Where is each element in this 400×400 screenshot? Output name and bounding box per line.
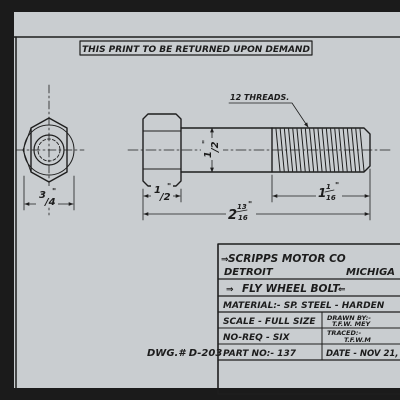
dimension-diameter-frac: /2 xyxy=(210,141,221,153)
material-spec: MATERIAL:- SP. STEEL - HARDEN xyxy=(223,301,385,311)
dimension-total-label: 2 13 16 " xyxy=(226,200,256,224)
dimension-thread-num: 1 xyxy=(326,183,331,191)
dimension-total-num: 13 xyxy=(237,203,247,211)
dimension-head-unit: " xyxy=(167,182,171,191)
part-arrow-left-icon: ⇒ xyxy=(226,285,234,295)
dimension-thread-label: 1 1 16 " xyxy=(316,180,342,204)
part-arrow-right-icon: ⇐ xyxy=(338,285,346,295)
threads-callout: 12 THREADS. xyxy=(230,93,289,102)
notice-box xyxy=(79,40,313,56)
dimension-thread-whole: 1 xyxy=(318,186,326,200)
drawn-by-label: DRAWN BY:- xyxy=(327,314,371,322)
quantity-required: NO-REQ - SIX xyxy=(223,333,291,343)
city-name: DETROIT xyxy=(224,267,274,278)
part-number: PART NO:- 137 xyxy=(223,349,297,359)
dimension-hex-frac: /4 xyxy=(44,197,56,208)
dimension-thread-fraction-bar xyxy=(324,189,335,193)
notice-text: THIS PRINT TO BE RETURNED UPON DEMAND xyxy=(82,45,310,55)
state-name: MICHIGA xyxy=(346,267,395,278)
company-name: SCRIPPS MOTOR CO xyxy=(228,253,346,265)
dimension-thread-den: 16 xyxy=(326,194,336,202)
dimension-head-frac: /2 xyxy=(159,192,171,203)
scale-spec: SCALE - FULL SIZE xyxy=(223,317,316,327)
dimension-head-label: 1 /2 " xyxy=(151,182,173,203)
bolt-head xyxy=(142,113,182,187)
dimension-diameter-label-bg xyxy=(201,138,223,160)
traced-by-label: TRACED:- xyxy=(327,329,361,337)
dimension-diameter-label: 1 /2 " xyxy=(201,138,223,160)
dimension-total-label-bg xyxy=(226,200,256,224)
dimension-hex-label-bg xyxy=(36,186,58,206)
dimension-hex-unit: " xyxy=(52,187,56,196)
thread-line xyxy=(334,128,340,172)
threaded-section xyxy=(271,127,371,173)
dimension-thread-unit: " xyxy=(335,181,339,190)
hex-end-view: 3 /4 " xyxy=(15,84,85,216)
drawing-date: DATE - NOV 21, 1 xyxy=(326,349,400,359)
dimension-hex-whole: 3 xyxy=(39,190,46,201)
threads-leader-line xyxy=(228,102,309,128)
drawn-by-name: T.F.W. MEY xyxy=(332,320,372,328)
thread-line xyxy=(317,128,323,172)
dimension-total-unit: " xyxy=(248,200,252,209)
dimension-head-whole: 1 xyxy=(154,185,161,196)
dimension-total-den: 16 xyxy=(238,214,248,222)
part-name: FLY WHEEL BOLT xyxy=(242,283,340,295)
bolt-side-view: 12 THREADS. 1 /2 " 1 /2 " 1 xyxy=(127,93,391,224)
thread-line xyxy=(304,128,310,172)
title-block: SCRIPPS MOTOR CO DETROIT MICHIGA FLY WHE… xyxy=(217,243,400,395)
dimension-hex-label: 3 /4 " xyxy=(36,186,58,208)
title-block-border xyxy=(217,243,400,395)
dimension-diameter-whole: 1 xyxy=(203,151,214,158)
dimension-total-whole: 2 xyxy=(228,208,237,223)
traced-by-name: T.F.W.M xyxy=(344,336,371,344)
dimension-head-label-bg xyxy=(151,182,173,202)
thread-line xyxy=(321,128,327,172)
drawing-number: DWG.# D-203 xyxy=(147,348,222,359)
dimension-total-fraction-bar xyxy=(235,209,248,213)
dimension-diameter-unit: " xyxy=(201,140,210,144)
company-arrow-left-icon: ⇒ xyxy=(221,255,229,265)
dimension-thread-label-bg xyxy=(316,180,342,204)
